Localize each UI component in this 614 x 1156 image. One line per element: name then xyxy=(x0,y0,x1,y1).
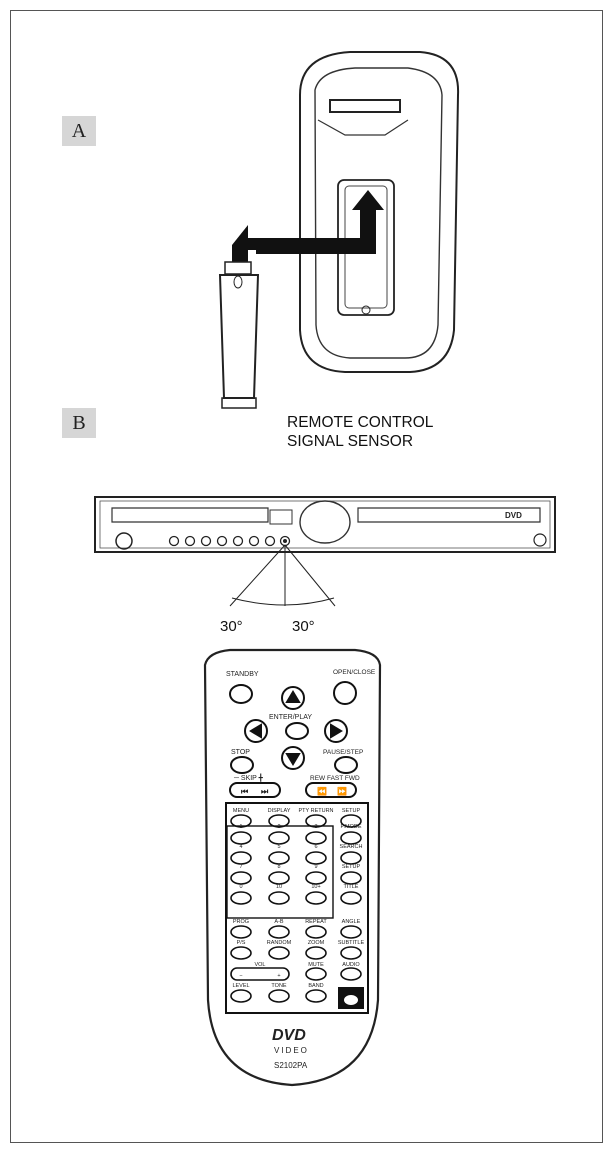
page-frame xyxy=(10,10,603,1143)
digit-label: 5 xyxy=(277,844,280,850)
digit-label: 9 xyxy=(314,864,317,870)
key-label: SEARCH xyxy=(340,844,363,850)
volume-rocker xyxy=(230,967,290,981)
angle-left-label: 30° xyxy=(220,618,243,635)
digit-key xyxy=(305,851,327,865)
remote-key xyxy=(305,814,327,828)
remote-key xyxy=(340,831,362,845)
remote-key xyxy=(305,989,327,1003)
remote-key xyxy=(340,925,362,939)
digit-key xyxy=(268,871,290,885)
remote-key xyxy=(340,851,362,865)
remote-key xyxy=(230,946,252,960)
svg-text:⏩: ⏩ xyxy=(337,786,347,796)
remote-key xyxy=(230,925,252,939)
standby-label: STANDBY xyxy=(226,671,259,678)
digit-key xyxy=(230,831,252,845)
audio-label: AUDIO xyxy=(342,962,360,968)
vol-label: VOL xyxy=(254,962,265,968)
pause-step-label: PAUSE/STEP xyxy=(323,749,363,756)
key-label: MENU xyxy=(233,808,249,814)
digit-label: 3 xyxy=(314,824,317,830)
key-label: TITLE xyxy=(344,884,359,890)
vol-plus-icon: + xyxy=(277,973,280,979)
digit-label: 2 xyxy=(277,824,280,830)
digit-key xyxy=(268,851,290,865)
remote-key xyxy=(230,814,252,828)
key-label: DISPLAY xyxy=(268,808,291,814)
key-label: SETUP xyxy=(342,808,361,814)
sensor-caption-line1: REMOTE CONTROL xyxy=(287,414,434,431)
key-label: TONE xyxy=(271,983,287,989)
sensor-caption-line2: SIGNAL SENSOR xyxy=(287,433,414,450)
digit-label: 7 xyxy=(239,864,242,870)
key-label: P/S xyxy=(237,940,246,946)
panel-dvd-logo: DVD xyxy=(505,511,522,520)
key-label: PTY RETURN xyxy=(298,808,333,814)
remote-key xyxy=(305,925,327,939)
key-label: SETUP xyxy=(342,864,361,870)
remote-key xyxy=(340,946,362,960)
remote-dvd-logo: DVD xyxy=(272,1027,306,1044)
digit-key xyxy=(230,891,252,905)
section-b-label: B xyxy=(62,408,96,438)
key-label: BAND xyxy=(308,983,323,989)
open-close-label: OPEN/CLOSE xyxy=(333,669,376,676)
skip-label: ─ SKIP ╋ xyxy=(233,773,264,782)
remote-key xyxy=(268,814,290,828)
svg-text:⏭: ⏭ xyxy=(261,787,269,796)
key-label: A-B xyxy=(274,919,284,925)
remote-key xyxy=(340,891,362,905)
digit-label: 10+ xyxy=(311,884,320,890)
mute-key xyxy=(305,967,327,981)
remote-key xyxy=(230,989,252,1003)
remote-key xyxy=(268,989,290,1003)
enter-play-label: ENTER/PLAY xyxy=(269,714,312,721)
angle-right-label: 30° xyxy=(292,618,315,635)
remote-key xyxy=(340,871,362,885)
stop-label: STOP xyxy=(231,749,250,756)
digit-key xyxy=(305,831,327,845)
key-label: PROG xyxy=(233,919,249,925)
digit-key xyxy=(230,871,252,885)
key-label: SUBTITLE xyxy=(338,940,365,946)
key-label: ANGLE xyxy=(342,919,361,925)
digit-label: 6 xyxy=(314,844,317,850)
audio-key xyxy=(340,967,362,981)
digit-key xyxy=(305,871,327,885)
digit-label: 0 xyxy=(239,884,242,890)
digit-label: 10 xyxy=(276,884,282,890)
remote-video-label: VIDEO xyxy=(274,1046,309,1055)
vol-minus-icon: − xyxy=(239,973,242,979)
section-a-label: A xyxy=(62,116,96,146)
key-label: P.MODE xyxy=(341,824,362,830)
digit-key xyxy=(268,891,290,905)
digit-key xyxy=(268,831,290,845)
key-label: RANDOM xyxy=(267,940,292,946)
svg-text:⏮: ⏮ xyxy=(241,787,248,796)
digit-label: 8 xyxy=(277,864,280,870)
remote-key xyxy=(268,946,290,960)
remote-key xyxy=(268,925,290,939)
remote-key xyxy=(340,814,362,828)
remote-model-label: S2102PA xyxy=(274,1061,308,1070)
digit-key xyxy=(305,891,327,905)
key-label: ZOOM xyxy=(308,940,325,946)
digit-label: 4 xyxy=(239,844,242,850)
dvd-player-front-panel: DVD xyxy=(94,496,556,607)
battery-insertion-diagram xyxy=(218,51,460,409)
key-label: LEVEL xyxy=(232,983,249,989)
remote-key xyxy=(305,946,327,960)
digit-label: 1 xyxy=(239,824,242,830)
fast-label: REW FAST FWD xyxy=(310,775,360,782)
digit-key xyxy=(230,851,252,865)
key-label: REPEAT xyxy=(305,919,327,925)
svg-text:⏪: ⏪ xyxy=(317,786,327,796)
mute-label: MUTE xyxy=(308,962,324,968)
